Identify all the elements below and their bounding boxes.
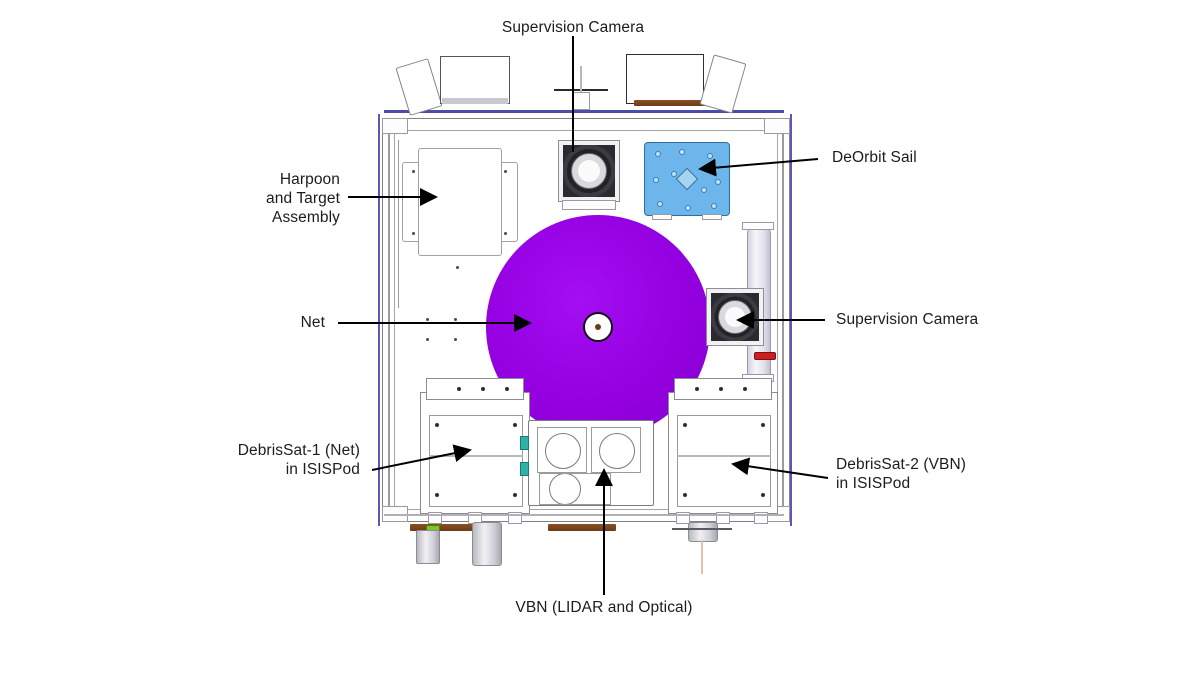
label-harpoon-line3: Assembly bbox=[272, 209, 340, 226]
antenna-box-left-bar bbox=[442, 98, 508, 104]
camera-right-indicator bbox=[754, 352, 776, 360]
vbn-aperture-box-left bbox=[537, 427, 587, 473]
isispod-left-cap bbox=[426, 378, 524, 400]
bottom-thruster-bar bbox=[672, 528, 732, 530]
deorbit-sail-panel bbox=[644, 142, 730, 216]
label-debrissat-1-line2: in ISISPod bbox=[285, 461, 360, 478]
label-harpoon-line2: and Target bbox=[266, 190, 340, 207]
bottom-thruster-plume bbox=[701, 540, 703, 574]
copper-bar-bottom-center bbox=[548, 524, 616, 531]
panel-edge-left bbox=[378, 114, 380, 526]
camera-top-mount bbox=[562, 200, 616, 210]
label-net: Net bbox=[300, 314, 325, 331]
vbn-lower-box bbox=[539, 473, 611, 505]
structure-rail-left bbox=[388, 118, 390, 522]
bottom-thruster bbox=[688, 522, 718, 542]
vbn-optical-aperture bbox=[599, 433, 635, 469]
label-supervision-camera-top: Supervision Camera bbox=[501, 19, 645, 36]
top-deck-edge bbox=[384, 110, 784, 113]
isispod-left bbox=[420, 392, 530, 514]
vbn-connector-b bbox=[520, 462, 529, 476]
vbn-aperture-box-right bbox=[591, 427, 641, 473]
bottom-connector-a bbox=[416, 530, 440, 564]
label-deorbit-sail: DeOrbit Sail bbox=[832, 149, 917, 166]
vbn-connector-a bbox=[520, 436, 529, 450]
vbn-unit bbox=[528, 420, 654, 506]
supervision-camera-top-housing bbox=[558, 140, 620, 202]
deck-screw-d bbox=[454, 338, 457, 341]
mast-rod bbox=[580, 66, 582, 92]
deck-screw-a bbox=[426, 318, 429, 321]
antenna-box-right bbox=[626, 54, 704, 104]
net-hub bbox=[583, 312, 613, 342]
isispod-right-cap bbox=[674, 378, 772, 400]
corner-bracket-tl bbox=[382, 118, 408, 134]
harpoon-mount-rail bbox=[398, 140, 400, 308]
leader-deorbit-sail bbox=[698, 158, 819, 177]
vbn-lidar-aperture bbox=[545, 433, 581, 469]
bottom-deck-rail bbox=[384, 514, 784, 516]
deorbit-sail-mount-left bbox=[652, 214, 672, 220]
label-debrissat-2-line2: in ISISPod bbox=[836, 475, 911, 492]
tank-bracket-top bbox=[742, 222, 774, 230]
label-debrissat-2-line1: DebrisSat-2 (VBN) bbox=[836, 456, 967, 473]
label-vbn: VBN (LIDAR and Optical) bbox=[515, 599, 693, 616]
leader-debrissat-1 bbox=[371, 444, 472, 471]
deorbit-sail-mount-right bbox=[702, 214, 722, 220]
deck-screw-b bbox=[454, 318, 457, 321]
leader-debrissat-2 bbox=[731, 457, 829, 479]
corner-bracket-tr bbox=[764, 118, 790, 134]
label-harpoon-line1: Harpoon bbox=[279, 171, 340, 188]
bottom-connector-b bbox=[472, 522, 502, 566]
deck-screw-c bbox=[426, 338, 429, 341]
copper-bar-top-right bbox=[634, 100, 708, 106]
label-supervision-camera-right: Supervision Camera bbox=[836, 311, 979, 328]
label-debrissat-1-line1: DebrisSat-1 (Net) bbox=[237, 442, 360, 459]
isispod-right bbox=[668, 392, 778, 514]
copper-bar-bottom-left bbox=[410, 524, 482, 531]
